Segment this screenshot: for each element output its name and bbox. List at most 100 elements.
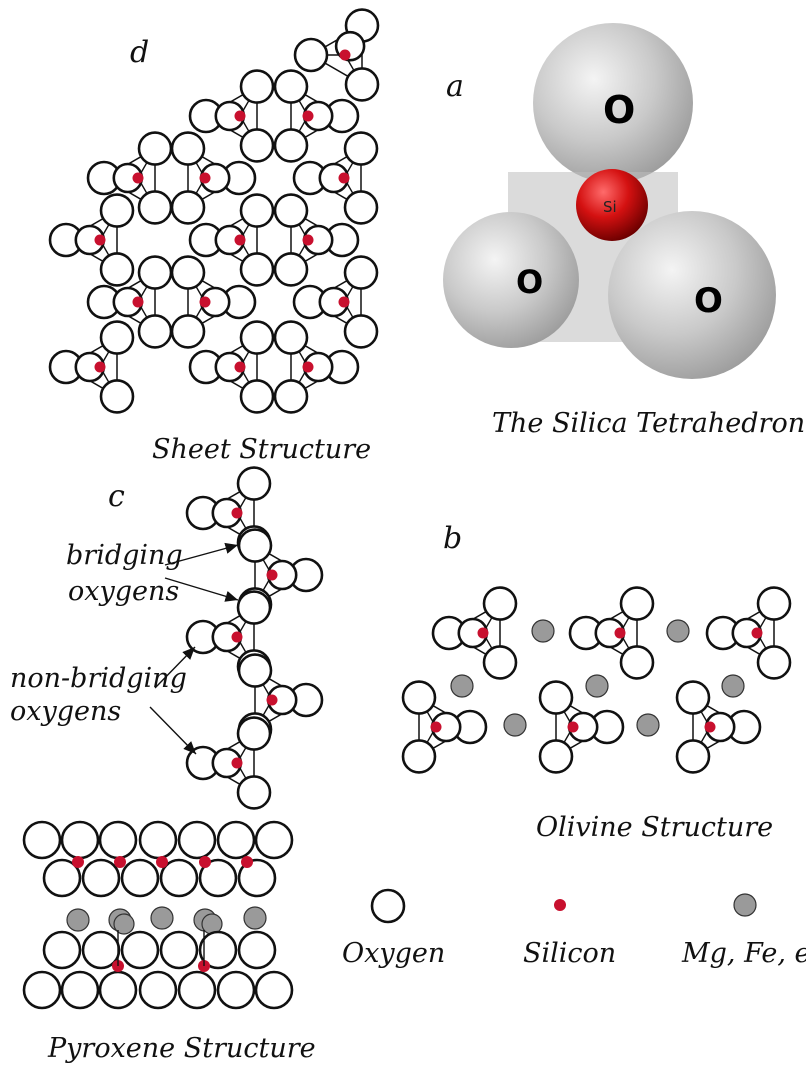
oxygen-atom — [273, 128, 309, 163]
oxygen-atom — [675, 739, 711, 774]
silicon-atom — [266, 569, 278, 581]
oxygen-atom — [273, 320, 309, 355]
oxygen-atom — [273, 193, 309, 228]
legend-cation-label: Mg, Fe, etc. — [681, 938, 806, 969]
oxygen-atom — [239, 69, 275, 104]
silicon-atom — [231, 631, 243, 643]
oxygen-atom — [619, 586, 655, 621]
silicon-atom — [132, 172, 144, 184]
oxygen-atom — [254, 820, 294, 860]
silicon-atom — [614, 627, 626, 639]
oxygen-atom — [343, 190, 379, 225]
legend-silicon-label: Silicon — [523, 938, 616, 969]
oxygen-atom — [237, 653, 273, 688]
bridging-arrow-upper — [164, 542, 239, 566]
oxygen-atom — [273, 252, 309, 287]
silicon-atom — [94, 234, 106, 246]
cation-atom — [450, 674, 474, 698]
oxygen-atom — [273, 379, 309, 414]
panel-letter-c: c — [108, 479, 125, 514]
silicon-atom — [234, 110, 246, 122]
oxygen-atom — [159, 858, 199, 898]
oxygen-atom — [170, 255, 206, 290]
oxygen-atom — [482, 586, 518, 621]
oxygen-atom — [120, 858, 160, 898]
bridging-arrow-lower — [164, 577, 239, 602]
legend-oxygen-label: Oxygen — [342, 938, 445, 969]
silicon-atom — [338, 296, 350, 308]
oxygen-atom — [170, 314, 206, 349]
oxygen-atom — [99, 320, 135, 355]
oxygen-atom — [401, 680, 437, 715]
panel-letter-d: d — [130, 35, 149, 70]
oxygen-atom — [137, 190, 173, 225]
silicon-atom — [430, 721, 442, 733]
oxygen-atom — [675, 680, 711, 715]
pyroxene-structure-diagram — [22, 820, 294, 1010]
legend-oxygen-symbol — [370, 888, 406, 924]
sheet-structure-caption: Sheet Structure — [152, 434, 371, 465]
cation-atom — [113, 913, 135, 935]
silicon-atom — [231, 507, 243, 519]
oxygen-atom — [482, 645, 518, 680]
oxygen-atom — [236, 466, 272, 501]
oxygen-atom — [138, 820, 178, 860]
oxygen-atom — [236, 590, 272, 625]
oxygen-atom — [98, 820, 138, 860]
silicon-sphere-label: Si — [603, 198, 617, 216]
oxygen-atom — [237, 858, 277, 898]
oxygen-atom — [22, 820, 62, 860]
pyroxene-structure-caption: Pyroxene Structure — [47, 1033, 316, 1064]
oxygen-atom — [99, 252, 135, 287]
olivine-structure-caption: Olivine Structure — [536, 812, 773, 843]
oxygen-sphere-top — [533, 23, 693, 183]
panel-letter-b: b — [443, 521, 462, 556]
oxygen-atom — [239, 193, 275, 228]
silicon-atom — [266, 694, 278, 706]
oxygen-atom — [138, 970, 178, 1010]
cation-atom — [66, 908, 90, 932]
cation-atom — [721, 674, 745, 698]
oxygen-sphere-right-label: O — [694, 281, 723, 321]
oxygen-atom — [293, 37, 329, 73]
oxygen-sphere-top-label: O — [603, 88, 635, 132]
oxygen-atom — [81, 858, 121, 898]
silicon-atom — [704, 721, 716, 733]
silicon-sphere — [576, 169, 648, 241]
oxygen-atom — [177, 970, 217, 1010]
silicon-atom — [302, 234, 314, 246]
oxygen-atom — [401, 739, 437, 774]
oxygen-atom — [254, 970, 294, 1010]
oxygen-atom — [198, 858, 238, 898]
oxygen-atom — [236, 716, 272, 751]
silicon-atom — [231, 757, 243, 769]
silicon-atom — [302, 110, 314, 122]
oxygen-atom — [343, 131, 379, 166]
nonbridging-arrow-upper — [154, 646, 196, 689]
oxygen-atom — [198, 930, 238, 970]
silicon-atom — [339, 49, 351, 61]
silica-tetrahedron-illustration: O O O Si — [443, 23, 776, 379]
silicon-atom — [234, 361, 246, 373]
cation-atom — [585, 674, 609, 698]
oxygen-atom — [344, 67, 380, 102]
oxygen-atom — [137, 131, 173, 166]
oxygen-atom — [239, 320, 275, 355]
oxygen-atom — [239, 379, 275, 414]
silicon-atom — [338, 172, 350, 184]
oxygen-atom — [98, 970, 138, 1010]
oxygen-atom — [99, 379, 135, 414]
oxygen-atom — [756, 586, 792, 621]
silicon-atom — [751, 627, 763, 639]
silicon-atom — [199, 172, 211, 184]
oxygen-atom — [538, 739, 574, 774]
oxygen-atom — [216, 820, 256, 860]
oxygen-sphere-left — [443, 212, 579, 348]
silicon-atom — [567, 721, 579, 733]
oxygen-atom — [137, 255, 173, 290]
chain-structure-diagram — [185, 466, 324, 810]
oxygen-sphere-right — [608, 211, 776, 379]
silicon-atom — [72, 856, 84, 868]
oxygen-atom — [137, 314, 173, 349]
